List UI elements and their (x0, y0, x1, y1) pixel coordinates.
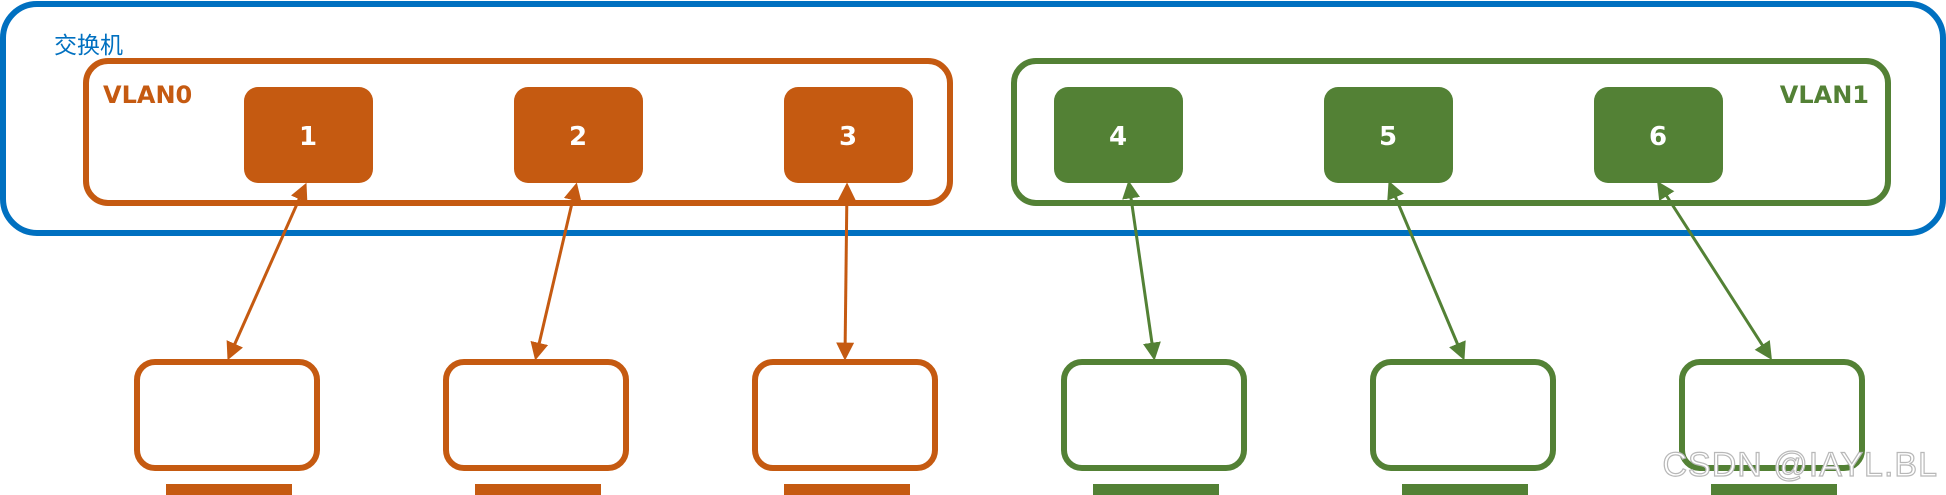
port-5-label: 5 (1379, 122, 1397, 152)
port-1-label: 1 (299, 122, 317, 152)
link-2 (530, 182, 582, 361)
port-6-label: 6 (1649, 122, 1667, 152)
vlan1-label: VLAN1 (1780, 81, 1869, 109)
port-5: 5 (1324, 87, 1453, 183)
host-3-monitor-icon (752, 359, 938, 495)
port-4-label: 4 (1109, 122, 1127, 152)
port-1: 1 (244, 87, 373, 183)
port-4: 4 (1054, 87, 1183, 183)
vlan0-box (83, 58, 953, 206)
port-6: 6 (1594, 87, 1723, 183)
host-6-monitor-icon (1679, 359, 1865, 495)
link-1 (226, 182, 308, 361)
link-3 (836, 182, 856, 361)
host-2-monitor-icon (443, 359, 629, 495)
port-3-label: 3 (839, 122, 857, 152)
port-2-label: 2 (569, 122, 587, 152)
port-2: 2 (514, 87, 643, 183)
switch-box (0, 1, 1946, 236)
host-1-monitor-icon (134, 359, 320, 495)
host-4-monitor-icon (1061, 359, 1247, 495)
port-3: 3 (784, 87, 913, 183)
watermark: CSDN @IAYL.BL (1662, 446, 1938, 484)
vlan0-label: VLAN0 (103, 81, 192, 109)
link-6 (1657, 180, 1772, 361)
link-4 (1122, 180, 1161, 361)
link-5 (1387, 180, 1466, 361)
host-5-monitor-icon (1370, 359, 1556, 495)
switch-label: 交换机 (54, 33, 123, 59)
